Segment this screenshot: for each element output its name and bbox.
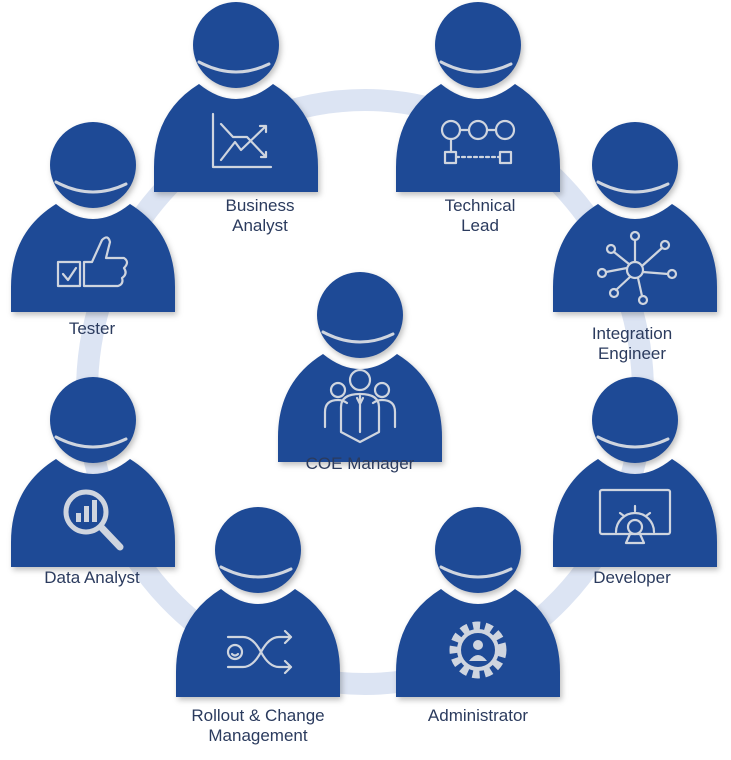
role-technical-lead	[393, 0, 563, 202]
role-administrator	[393, 505, 563, 707]
role-label: COE Manager	[305, 454, 415, 473]
role-integration-engineer	[550, 120, 720, 322]
magnifier-bar-chart-icon	[63, 489, 124, 551]
gear-user-icon	[449, 621, 507, 679]
role-coe-manager	[275, 270, 445, 472]
monitor-gear-icon	[598, 488, 672, 545]
chart-trend-icon	[211, 112, 273, 169]
role-label: Administrator	[427, 706, 529, 725]
team-icon	[323, 368, 397, 444]
workflow-icon	[440, 119, 516, 165]
role-business-analyst	[151, 0, 321, 202]
role-tester	[8, 120, 178, 322]
role-label: Developer	[593, 568, 671, 587]
role-label: Data Analyst	[44, 568, 140, 587]
role-rollout-change-management	[173, 505, 343, 707]
role-developer	[550, 375, 720, 577]
role-label: Tester	[68, 319, 116, 338]
network-hub-icon	[596, 230, 678, 306]
role-data-analyst	[8, 375, 178, 577]
thumbs-up-checkbox-icon	[56, 236, 129, 288]
shuffle-smiley-icon	[226, 629, 293, 675]
